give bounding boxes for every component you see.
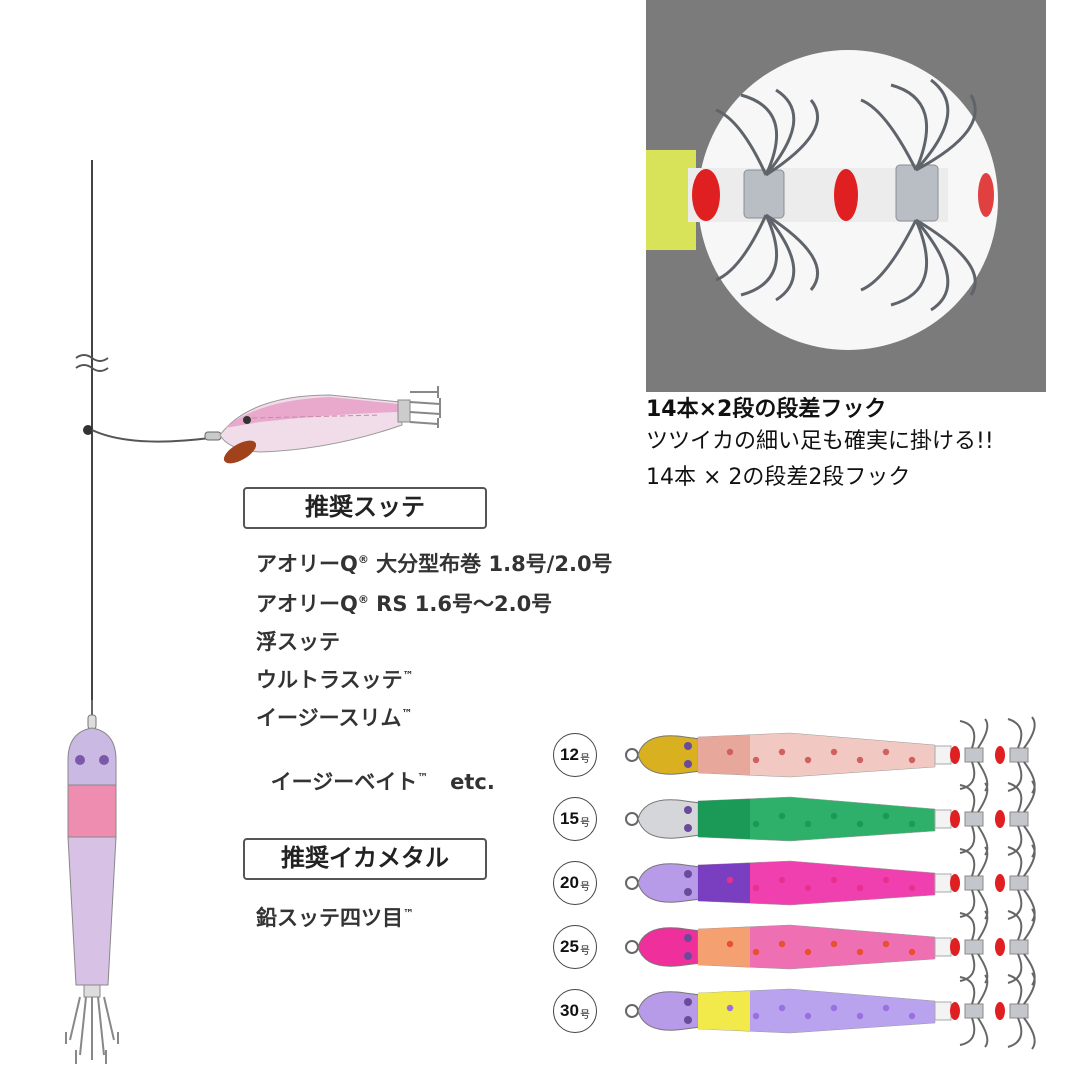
hook-caption-title: 14本×2段の段差フック [646,397,887,422]
lure-25 [625,908,1036,986]
lure-15 [625,780,1036,858]
upper-sutte-icon [219,386,441,464]
metal-sutte-icon [65,727,119,1064]
sutte-item: イージースリム™ [256,706,413,730]
hook-closeup-photo [646,0,1046,392]
sutte-item: ウルトラスッテ™ [256,668,414,692]
sutte-heading: 推奨スッテ [243,487,487,529]
line-break-icon [75,354,109,372]
sutte-item: アオリーQ® RS 1.6号〜2.0号 [256,592,553,616]
sutte-item: イージーベイト™ etc. [270,770,495,794]
sutte-item: アオリーQ® 大分型布巻 1.8号/2.0号 [256,552,613,576]
hook-caption-line-2: 14本 × 2の段差2段フック [646,465,911,490]
metal-heading: 推奨イカメタル [243,838,487,880]
lure-lineup [625,716,1036,1050]
rig-diagram [65,160,441,1064]
metal-item: 鉛スッテ四ツ目™ [256,906,414,930]
sutte-item: 浮スッテ [256,630,340,654]
hook-caption-line-1: ツツイカの細い足も確実に掛ける!! [646,429,994,454]
lure-12 [625,716,1036,794]
lure-30 [625,972,1036,1050]
lure-20 [625,844,1036,922]
